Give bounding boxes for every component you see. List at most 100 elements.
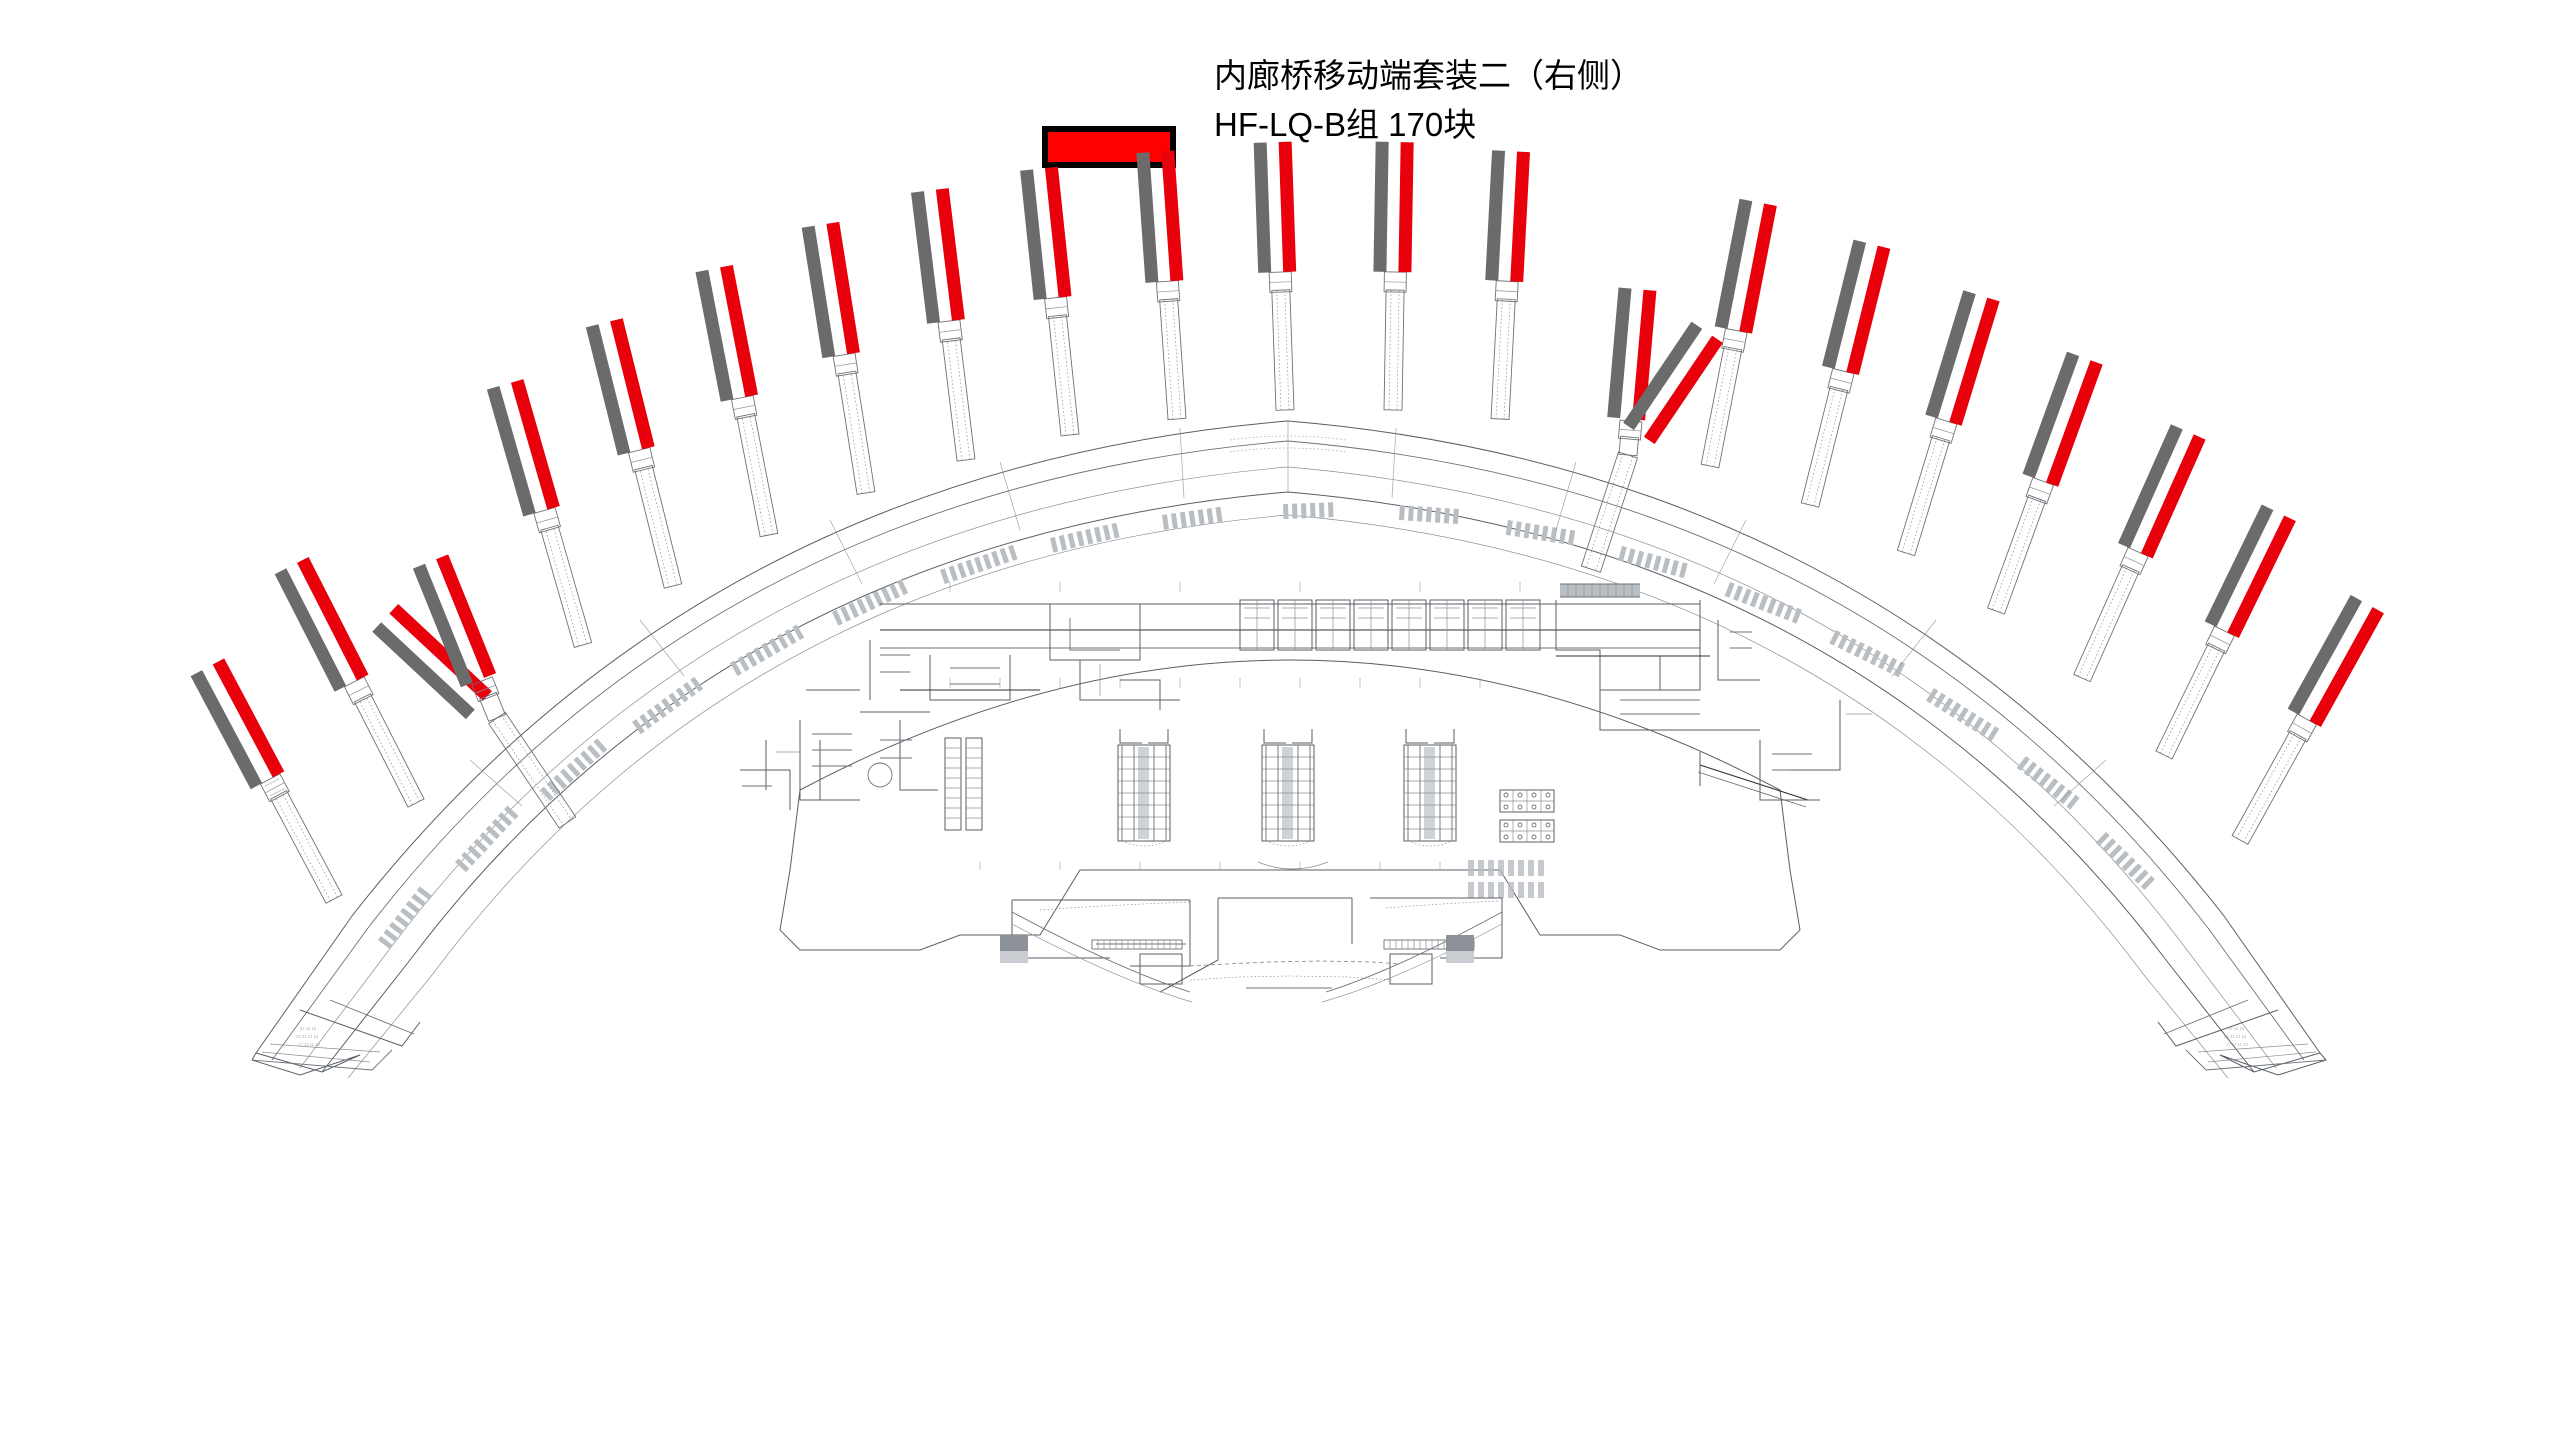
legend-color-swatch	[1042, 126, 1176, 168]
boarding-bridge-pier	[1986, 351, 2103, 615]
bridge-fixed-segment	[1822, 239, 1867, 369]
pier-corridor	[1268, 271, 1295, 411]
bridge-moving-end-highlight	[1739, 203, 1777, 334]
pier-corridor	[1896, 417, 1958, 557]
boarding-bridge-pier	[1485, 150, 1531, 420]
central-terminal-core	[740, 582, 1872, 1003]
bridge-moving-end-highlight	[436, 554, 497, 678]
boarding-bridge-pier	[1020, 166, 1080, 437]
pier-corridor	[730, 394, 779, 538]
bridge-fixed-segment	[190, 670, 263, 790]
bridge-fixed-segment	[1925, 290, 1976, 419]
pier-corridor	[2231, 713, 2318, 845]
bridge-moving-end-highlight	[2046, 360, 2103, 487]
bridge-moving-end-highlight	[935, 188, 965, 321]
bridge-moving-end-highlight	[720, 264, 758, 397]
bridge-fixed-segment	[801, 225, 836, 359]
core-far-right-block	[1699, 700, 1872, 801]
left-concourse-tip: 34 42 15 28 31 12 14 17 13 11 10	[251, 999, 421, 1076]
legend-code-line: HF-LQ-B组 170块	[1214, 105, 1477, 143]
bridge-fixed-segment	[1373, 141, 1389, 272]
pier-corridor	[1700, 327, 1748, 469]
bridge-moving-end-highlight	[297, 556, 369, 681]
boarding-bridge-pier	[2155, 504, 2296, 760]
legend-title-line: 内廊桥移动端套装二（右侧）	[1214, 57, 1643, 94]
pier-corridor	[1044, 296, 1080, 437]
pier-corridor	[343, 676, 425, 808]
bridge-fixed-segment	[372, 622, 475, 720]
bridge-moving-end-highlight	[2227, 515, 2296, 638]
pier-corridor	[488, 711, 577, 829]
bridge-moving-end-highlight	[1044, 166, 1072, 298]
legend-text-block: 内廊桥移动端套装二（右侧） HF-LQ-B组 170块	[1214, 52, 1643, 150]
svg-text:34 42 15: 34 42 15	[2228, 1026, 2245, 1031]
bridge-moving-end-highlight	[826, 221, 860, 355]
bridge-fixed-segment	[911, 191, 941, 324]
pier-corridor	[1383, 271, 1407, 411]
bridge-fixed-segment	[1253, 142, 1272, 273]
pier-corridor	[259, 773, 343, 904]
boarding-bridge-pier	[412, 554, 506, 722]
concourse-structural-hairlines	[469, 421, 2107, 807]
svg-text:17 13 11 10: 17 13 11 10	[2226, 1042, 2248, 1047]
core-dimension-ticks	[949, 582, 1521, 870]
pier-corridor	[627, 446, 683, 589]
gate-module-row	[1239, 599, 1541, 651]
svg-text:28 31 12 14: 28 31 12 14	[296, 1034, 319, 1039]
boarding-bridge-pier	[695, 264, 779, 538]
bridge-moving-end-highlight	[2140, 434, 2206, 559]
bridge-fixed-segment	[2118, 424, 2183, 549]
bridge-fixed-segment	[1607, 287, 1632, 419]
hall-island-blocks	[1117, 729, 1457, 847]
bridge-moving-end-highlight	[2309, 607, 2384, 728]
bridge-moving-end-highlight	[610, 318, 655, 450]
pier-corridor	[2073, 546, 2149, 683]
pier-corridor	[2155, 625, 2235, 760]
bridge-fixed-segment	[2022, 351, 2080, 479]
bridge-fixed-segment	[1136, 152, 1159, 283]
pier-corridor	[832, 352, 876, 495]
left-service-row	[819, 711, 983, 831]
boarding-bridge-pier	[1896, 290, 2000, 557]
bridge-fixed-segment	[695, 269, 734, 402]
boarding-bridge-pier	[1253, 141, 1297, 411]
pier-corridor	[1800, 367, 1855, 508]
boarding-bridge-pier	[1373, 141, 1414, 411]
svg-text:28 31 12 14: 28 31 12 14	[2224, 1034, 2247, 1039]
pier-corridor	[533, 506, 593, 649]
pier-corridor	[471, 676, 506, 722]
boarding-bridge-pier	[274, 556, 425, 808]
bridge-fixed-segment	[1020, 169, 1047, 301]
boarding-bridge-pier	[1136, 150, 1187, 421]
boarding-bridge-pier	[911, 188, 976, 462]
pier-corridor	[1986, 476, 2055, 615]
bridge-fixed-segment	[2287, 594, 2363, 715]
right-concourse-tip: 34 42 15 28 31 12 14 17 13 11 10	[2157, 999, 2327, 1076]
bridge-moving-end-highlight	[1161, 150, 1184, 282]
bridge-moving-end-highlight	[212, 658, 285, 778]
boarding-bridge-piers	[190, 141, 2384, 904]
boarding-bridge-pier	[2073, 424, 2206, 683]
bridge-fixed-segment	[1714, 198, 1753, 329]
bridge-fixed-segment	[274, 568, 347, 692]
boarding-bridge-pier	[190, 658, 343, 904]
bridge-moving-end-highlight	[1949, 297, 2000, 426]
bridge-fixed-segment	[585, 324, 631, 456]
concourse-stall-ticks	[378, 502, 2155, 950]
boarding-bridge-pier	[486, 379, 593, 649]
lower-apron-blocks	[1011, 897, 1503, 1003]
bridge-moving-end-highlight	[1510, 151, 1531, 283]
bridge-fixed-segment	[1623, 321, 1703, 431]
svg-text:17 13 11 10: 17 13 11 10	[298, 1042, 320, 1047]
svg-text:34 42 15: 34 42 15	[300, 1026, 317, 1031]
boarding-bridge-pier	[1623, 321, 1723, 445]
bridge-fixed-segment	[1485, 150, 1506, 281]
bridge-moving-end-highlight	[510, 379, 560, 510]
core-far-left-block	[740, 689, 860, 810]
pier-corridor	[1580, 451, 1639, 573]
right-equipment-grid	[1468, 789, 1555, 898]
bridge-moving-end-highlight	[1846, 245, 1891, 375]
boarding-bridge-pier	[1700, 198, 1777, 469]
